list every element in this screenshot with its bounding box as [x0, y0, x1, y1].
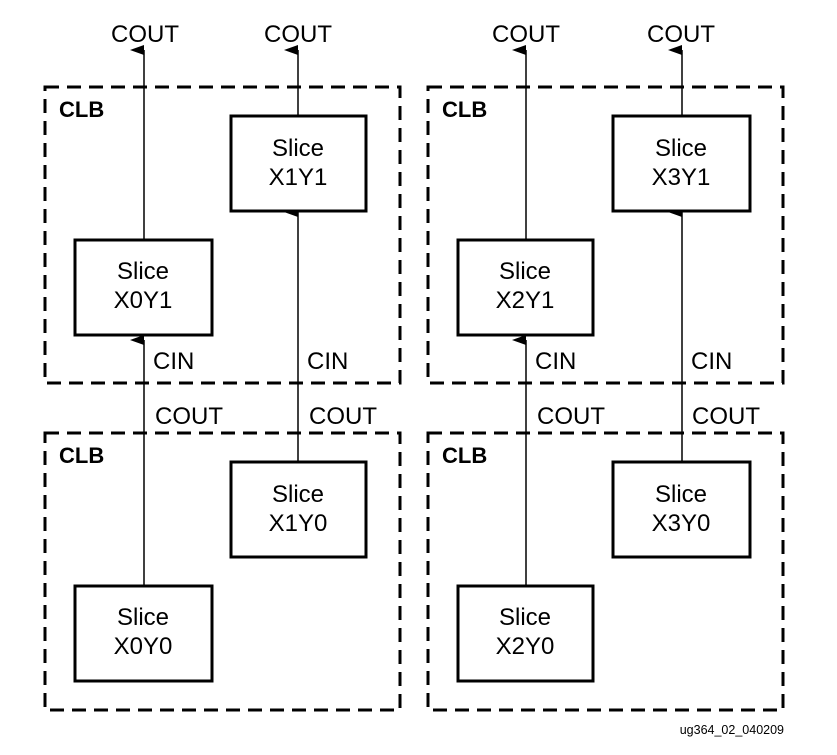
slice-id-x2y1: X2Y1: [496, 287, 555, 314]
cout-label-top-x2: COUT: [492, 21, 560, 48]
slice-label-x2y1: Slice: [499, 258, 551, 285]
slice-box-x1y0: [229, 460, 368, 559]
cout-label-x1y0: COUT: [309, 403, 377, 430]
slice-id-x3y0: X3Y0: [652, 510, 711, 537]
cout-label-x0y0: COUT: [155, 403, 223, 430]
cout-label-top-x3: COUT: [647, 21, 715, 48]
clb-box-top-right: [426, 85, 785, 385]
slice-id-x3y1: X3Y1: [652, 164, 711, 191]
slice-box-x0y0: [73, 584, 214, 683]
cin-label-x1y1: CIN: [307, 348, 348, 375]
slice-box-x3y1: [611, 114, 752, 213]
slice-box-x2y1: [456, 238, 595, 337]
slice-label-x3y1: Slice: [655, 135, 707, 162]
cin-label-x3y1: CIN: [691, 348, 732, 375]
slice-label-x3y0: Slice: [655, 481, 707, 508]
slice-label-x0y1: Slice: [117, 258, 169, 285]
cout-label-x2y0: COUT: [537, 403, 605, 430]
slice-id-x0y0: X0Y0: [114, 633, 173, 660]
clb-label-top-left: CLB: [59, 97, 104, 122]
clb-box-bottom-right: [426, 431, 785, 712]
slice-id-x2y0: X2Y0: [496, 633, 555, 660]
slice-label-x1y0: Slice: [272, 481, 324, 508]
slice-label-x0y0: Slice: [117, 604, 169, 631]
cin-label-x2y1: CIN: [535, 348, 576, 375]
slice-box-x0y1: [73, 238, 214, 337]
slice-id-x1y0: X1Y0: [269, 510, 328, 537]
slice-id-x1y1: X1Y1: [269, 164, 328, 191]
cout-label-top-x1: COUT: [264, 21, 332, 48]
slice-id-x0y1: X0Y1: [114, 287, 173, 314]
cin-label-x0y1: CIN: [153, 348, 194, 375]
cout-label-x3y0: COUT: [692, 403, 760, 430]
clb-box-top-left: [43, 85, 402, 385]
slice-box-x1y1: [229, 114, 368, 213]
clb-label-bottom-right: CLB: [442, 443, 487, 468]
slice-label-x2y0: Slice: [499, 604, 551, 631]
cout-label-top-x0: COUT: [111, 21, 179, 48]
figure-id: ug364_02_040209: [680, 723, 784, 737]
clb-label-top-right: CLB: [442, 97, 487, 122]
slice-box-x2y0: [456, 584, 595, 683]
slice-label-x1y1: Slice: [272, 135, 324, 162]
clb-label-bottom-left: CLB: [59, 443, 104, 468]
slice-box-x3y0: [611, 460, 752, 559]
clb-box-bottom-left: [43, 431, 402, 712]
